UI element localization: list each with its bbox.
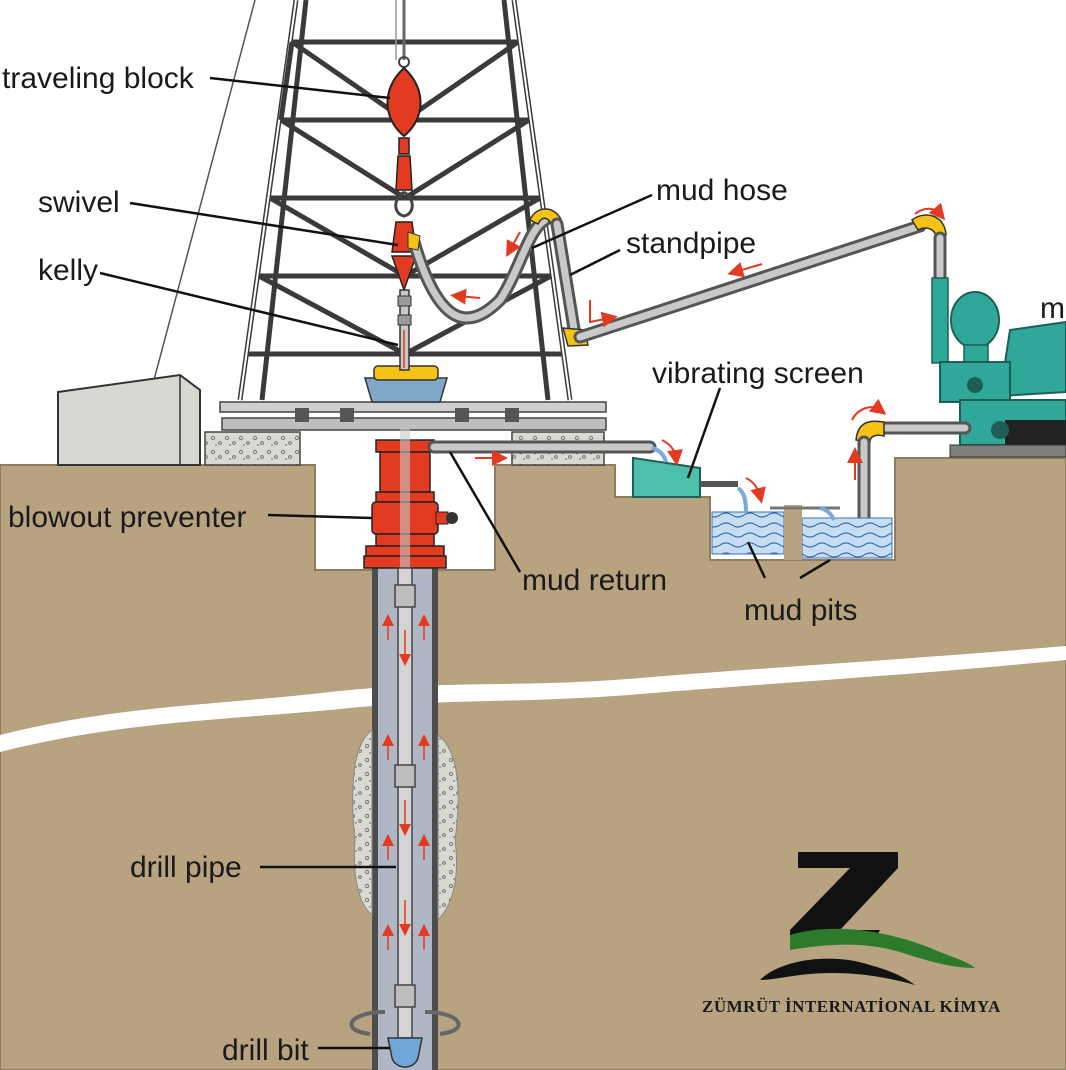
label-mud-return: mud return	[522, 564, 667, 597]
label-drill-bit: drill bit	[222, 1034, 309, 1067]
label-blowout-preventer: blowout preventer	[8, 501, 246, 534]
derrick	[149, 0, 573, 401]
hoisting-assembly	[386, 0, 422, 371]
mud-pump	[847, 277, 1066, 532]
label-standpipe: standpipe	[626, 227, 756, 260]
label-mud-hose: mud hose	[656, 174, 788, 207]
section-break	[0, 646, 1066, 752]
label-mud-pits: mud pits	[744, 594, 857, 627]
label-vibrating-screen: vibrating screen	[652, 357, 864, 390]
label-traveling-block: traveling block	[2, 62, 195, 95]
ground	[0, 457, 1066, 1070]
mud-pit-left	[711, 511, 785, 555]
traveling-block	[386, 66, 422, 138]
logo-text: ZÜMRÜT İNTERNATİONAL KİMYA	[702, 997, 1001, 1016]
rig-shed	[57, 373, 201, 466]
drill-string	[349, 567, 461, 1068]
mud-circulation-lines	[407, 202, 947, 347]
label-mud-pump-partial: m	[1040, 292, 1065, 325]
rotary-table	[364, 377, 448, 403]
label-swivel: swivel	[38, 186, 120, 219]
rig-floor	[204, 365, 607, 466]
leader-lines	[99, 76, 831, 1050]
company-logo: ZÜMRÜT İNTERNATİONAL KİMYA	[702, 852, 1001, 1016]
solids-control	[632, 439, 893, 560]
vibrating-screen	[632, 456, 701, 498]
drill-bit	[387, 1037, 423, 1068]
logo-z-mark	[790, 852, 898, 944]
mud-pit-right	[801, 517, 893, 559]
label-kelly: kelly	[38, 254, 98, 287]
blowout-preventer-stack	[363, 428, 657, 569]
label-drill-pipe: drill pipe	[130, 851, 242, 884]
